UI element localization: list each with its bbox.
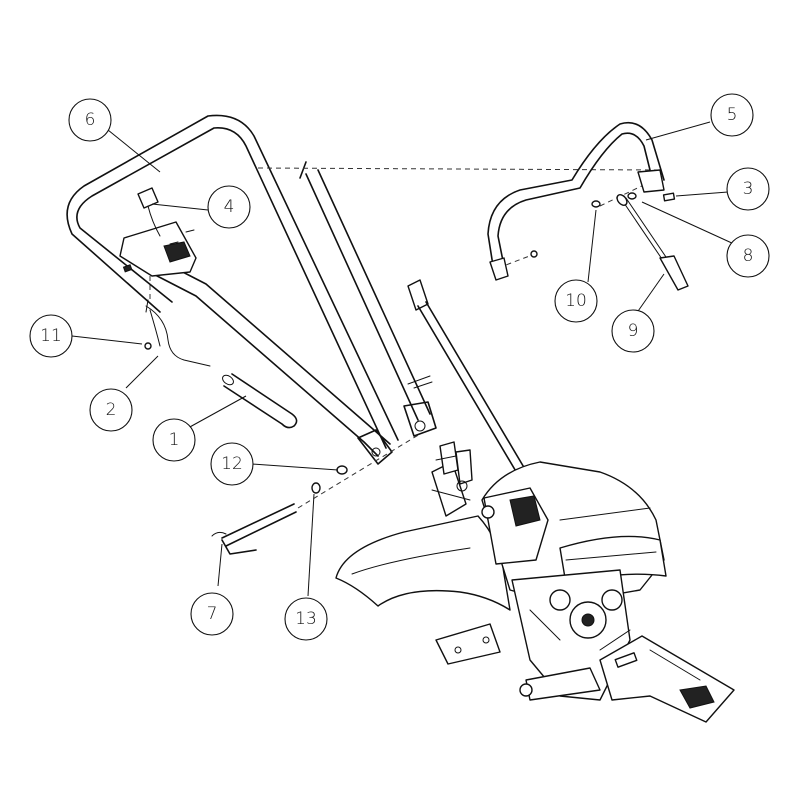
wire-harness [144,299,211,367]
callout-13: 13 [284,597,328,641]
upper-handle [66,114,399,449]
callout-1: 1 [152,418,196,462]
engine-housing [481,461,667,605]
callout-5-label: 5 [727,105,738,125]
throttle-cable [591,192,689,291]
callout-7: 7 [190,592,234,636]
tine-shield [335,515,511,665]
lever-bracket [431,441,473,517]
callout-2-label: 2 [106,400,117,420]
gearbox [511,569,631,701]
callout-13-label: 13 [295,609,317,629]
callout-5: 5 [710,93,754,137]
callout-10-label: 10 [565,291,587,311]
callout-6: 6 [68,98,112,142]
callout-1-label: 1 [169,430,180,450]
hitch-plate [599,635,735,723]
callout-9: 9 [611,309,655,353]
control-bracket [119,187,197,277]
callout-12-label: 12 [221,454,243,474]
callout-2: 2 [89,388,133,432]
callout-6-label: 6 [85,110,96,130]
callout-3: 3 [726,167,770,211]
callout-layer: 6 5 4 3 8 10 9 11 2 1 12 7 13 [29,93,770,641]
callout-8-label: 8 [743,246,754,266]
callout-11: 11 [29,314,73,358]
grip-tube [222,373,298,429]
callout-9-label: 9 [628,321,639,341]
callout-4: 4 [207,185,251,229]
pivot-pin [211,433,421,555]
callout-3-label: 3 [743,179,754,199]
bail-bar [487,121,665,281]
callout-8: 8 [726,234,770,278]
callout-7-label: 7 [207,604,218,624]
callout-10: 10 [554,279,598,323]
callout-4-label: 4 [224,197,235,217]
callout-12: 12 [210,442,254,486]
callout-11-label: 11 [40,326,62,346]
leader-lines [71,121,735,597]
